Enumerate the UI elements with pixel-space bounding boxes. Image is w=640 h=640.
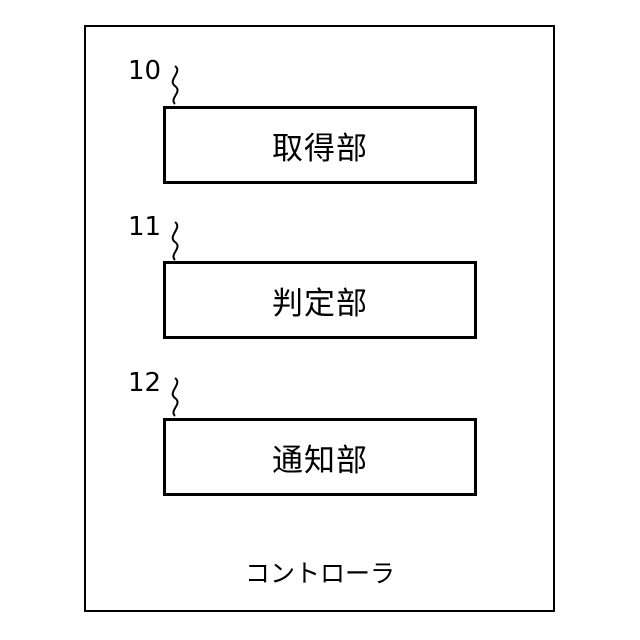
- acquisition-unit-label: 取得部: [272, 123, 368, 168]
- leader-line-11: [165, 220, 185, 264]
- notification-unit-box: 通知部: [163, 418, 477, 496]
- unit-ref-12: 12: [128, 370, 161, 396]
- notification-unit-label: 通知部: [272, 435, 368, 480]
- leader-line-12: [165, 376, 185, 420]
- unit-ref-10: 10: [128, 58, 161, 84]
- determination-unit-box: 判定部: [163, 261, 477, 339]
- leader-line-10: [165, 64, 185, 108]
- determination-unit-label: 判定部: [272, 278, 368, 323]
- controller-label: コントローラ: [0, 561, 640, 586]
- acquisition-unit-box: 取得部: [163, 106, 477, 184]
- unit-ref-11: 11: [128, 214, 161, 240]
